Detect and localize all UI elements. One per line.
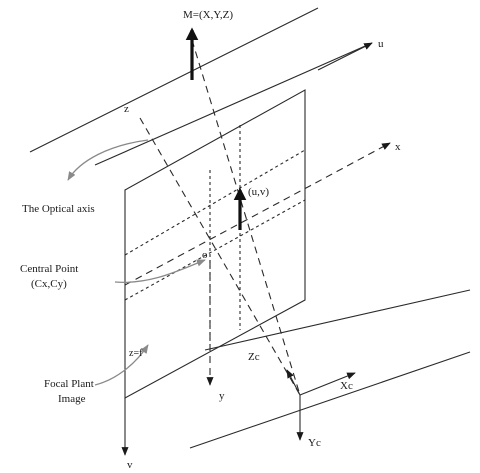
label-y-axis: y [219, 390, 225, 402]
label-focal-eq: z=f [129, 348, 143, 359]
label-focal-plane-line1: Focal Plant [44, 378, 94, 390]
label-yc-axis: Yc [308, 437, 321, 449]
label-central-point-line1: Central Point [20, 263, 78, 275]
label-focal-plane-line2: Image [58, 393, 86, 405]
image-plane [124, 89, 306, 399]
label-z-axis: z [124, 103, 129, 115]
zc-axis [286, 369, 301, 396]
label-central-point-line2: (Cx,Cy) [31, 278, 67, 290]
upper-tube-line-bottom [94, 42, 373, 166]
lower-tube-line-bottom [189, 351, 471, 449]
lower-tube-line-top [204, 289, 471, 351]
label-m-point: M=(X,Y,Z) [183, 9, 233, 21]
focal-plane-pointer [94, 344, 149, 386]
label-uv-point: (u,v) [248, 186, 269, 198]
u-axis-arrow [317, 42, 373, 71]
label-v-axis: v [127, 459, 133, 471]
upper-tube-line-top [29, 7, 319, 153]
central-point-pointer [114, 259, 206, 284]
optical-axis-dashed [139, 117, 301, 396]
xc-axis [299, 372, 356, 396]
label-origin: o [202, 249, 208, 261]
label-x-axis: x [395, 141, 401, 153]
plane-horizontal-dashed-upper [124, 149, 306, 256]
label-xc-axis: Xc [340, 380, 353, 392]
optical-axis-pointer [67, 139, 149, 181]
plane-horizontal-dashed-lower [124, 199, 306, 301]
label-zc-axis: Zc [248, 351, 260, 363]
label-optical-axis: The Optical axis [22, 203, 95, 215]
projection-ray [191, 39, 301, 396]
label-u-axis: u [378, 38, 384, 50]
x-axis-dashed [124, 142, 391, 286]
